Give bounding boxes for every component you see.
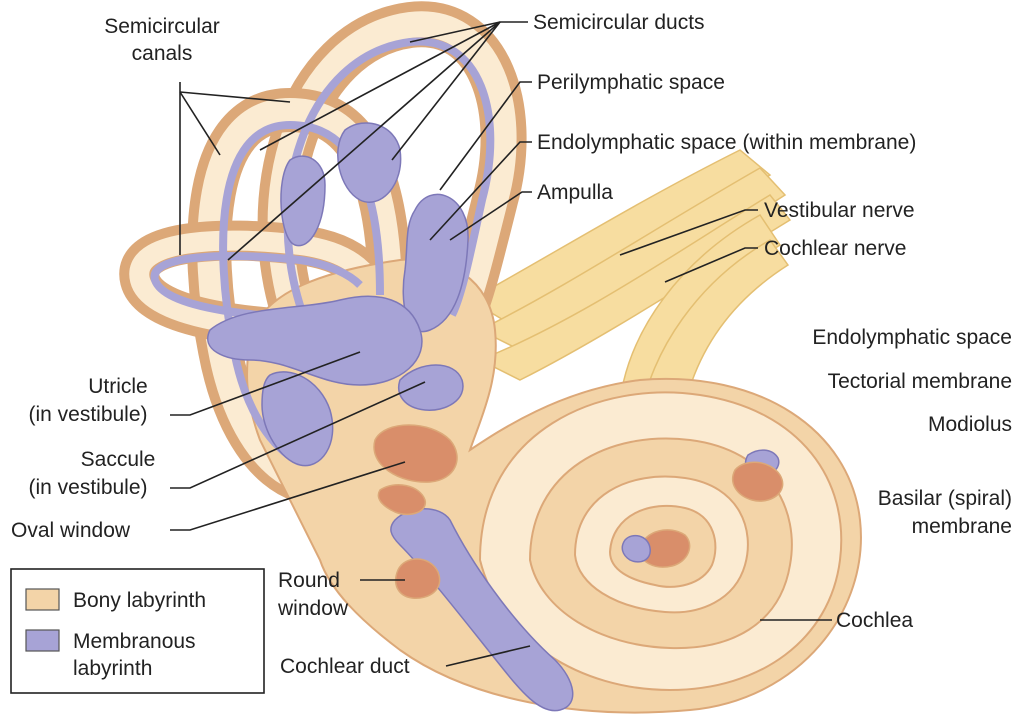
round-window xyxy=(396,559,440,598)
label-round-window-1: Round xyxy=(278,569,340,592)
label-semicircular-ducts: Semicircular ducts xyxy=(533,11,705,34)
label-tectorial-membrane: Tectorial membrane xyxy=(828,370,1012,393)
label-semicircular-canals-2: canals xyxy=(132,42,193,65)
label-round-window-2: window xyxy=(277,597,349,620)
label-saccule-1: Saccule xyxy=(81,448,156,471)
label-basilar-membrane-1: Basilar (spiral) xyxy=(878,487,1012,510)
label-perilymphatic-space: Perilymphatic space xyxy=(537,71,725,94)
label-cochlea: Cochlea xyxy=(836,609,913,632)
label-saccule-2: (in vestibule) xyxy=(28,476,147,499)
label-modiolus: Modiolus xyxy=(928,413,1012,436)
label-cochlear-duct: Cochlear duct xyxy=(280,655,410,678)
label-oval-window: Oval window xyxy=(11,519,131,542)
label-utricle-1: Utricle xyxy=(88,375,148,398)
legend-swatch-membranous xyxy=(26,630,59,651)
legend-label-membranous-1: Membranous xyxy=(73,630,196,653)
label-ampulla: Ampulla xyxy=(537,181,613,204)
label-semicircular-canals-1: Semicircular xyxy=(104,15,220,38)
legend-swatch-bony xyxy=(26,589,59,610)
label-cochlear-nerve: Cochlear nerve xyxy=(764,237,906,260)
legend: Bony labyrinth Membranous labyrinth xyxy=(11,569,264,693)
legend-label-bony: Bony labyrinth xyxy=(73,589,206,612)
legend-label-membranous-2: labyrinth xyxy=(73,657,152,680)
label-basilar-membrane-2: membrane xyxy=(912,515,1012,538)
label-utricle-2: (in vestibule) xyxy=(28,403,147,426)
label-endolymphatic-space: Endolymphatic space xyxy=(812,326,1012,349)
label-vestibular-nerve: Vestibular nerve xyxy=(764,199,915,222)
label-endolymphatic-within: Endolymphatic space (within membrane) xyxy=(537,131,916,154)
